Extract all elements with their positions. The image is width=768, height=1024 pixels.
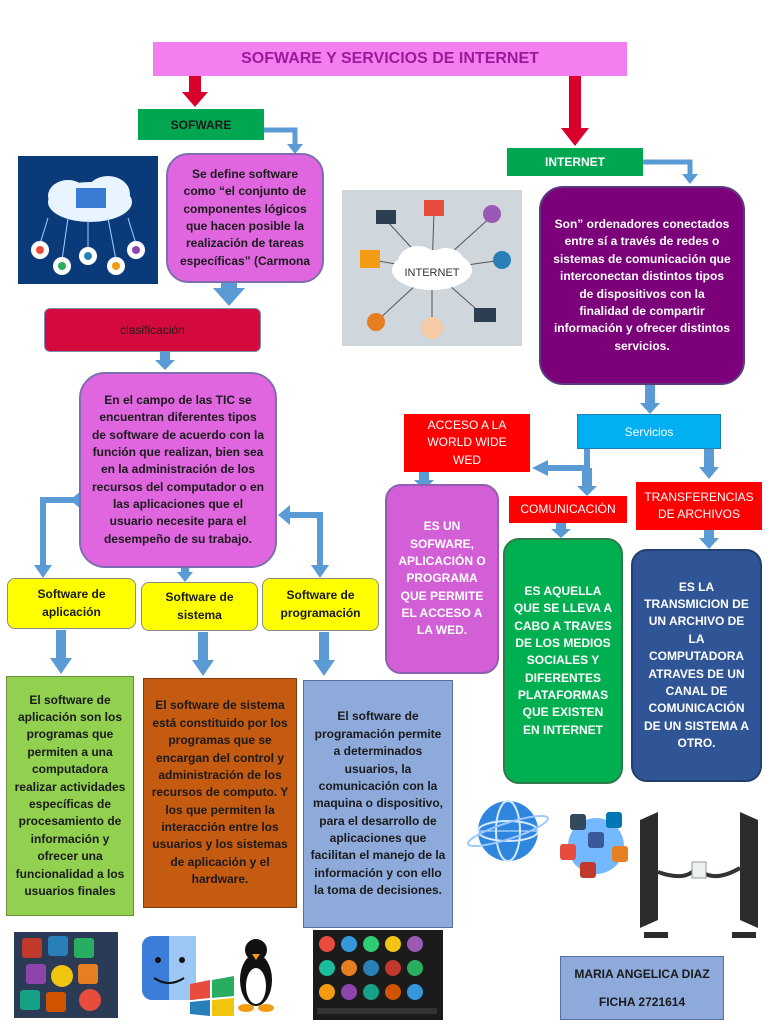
app-icons-image (14, 932, 118, 1018)
os-logos-image (138, 928, 282, 1018)
internet-definition-box: Son” ordenadores conectados entre sí a t… (539, 186, 745, 385)
definition-to-services-arrow (640, 403, 660, 414)
app-software-description: El software de aplicación son los progra… (6, 676, 134, 916)
www-access-label: ACCESO A LA WORLD WIDE WED (404, 414, 530, 472)
internet-label-box: INTERNET (507, 148, 643, 176)
os-logos-icon (142, 936, 274, 1016)
page-title: SOFWARE Y SERVICIOS DE INTERNET (153, 42, 627, 76)
internet-devices-icon: INTERNET (360, 200, 511, 339)
author-box: MARIA ANGELICA DIAZ FICHA 2721614 (560, 956, 724, 1020)
globe-image (462, 796, 554, 866)
classification-text-box: En el campo de las TIC se encuentran dif… (79, 372, 277, 568)
communication-description-arrow (551, 529, 571, 538)
colorful-apps-image (313, 930, 443, 1020)
definition-to-classification-arrow (213, 288, 245, 306)
file-transfer-image (636, 812, 762, 950)
cloud-network-image (18, 156, 158, 284)
internet-to-definition-arrow (643, 159, 693, 176)
internet-devices-image: INTERNET (342, 190, 522, 346)
file-transfer-description: ES LA TRANSMICION DE UN ARCHIVO DE LA CO… (631, 549, 762, 782)
author-name: MARIA ANGELICA DIAZ (574, 967, 710, 981)
programming-software-label: Software de programación (262, 578, 379, 631)
system-software-description: El software de sistema está constituido … (143, 678, 297, 908)
social-media-icon (560, 812, 628, 878)
cloud-network-icon (31, 176, 145, 275)
colorful-apps-icon (317, 936, 437, 1014)
title-to-sofware-arrow (182, 76, 208, 107)
globe-icon (466, 800, 550, 862)
page-title-text: SOFWARE Y SERVICIOS DE INTERNET (241, 50, 539, 67)
system-description-arrow (192, 660, 214, 676)
transfer-description-arrow (699, 538, 719, 549)
to-system-software-arrow (177, 572, 193, 582)
author-ficha: FICHA 2721614 (598, 995, 686, 1009)
to-www-arrow (545, 449, 590, 471)
to-transfer-arrow (699, 467, 719, 479)
programming-software-description: El software de programación permite a de… (303, 680, 453, 928)
social-media-image (556, 806, 634, 884)
sofware-label-box: SOFWARE (138, 109, 264, 140)
to-app-software-arrow (40, 497, 80, 568)
communication-label: COMUNICACIÓN (509, 496, 627, 523)
app-description-arrow (50, 658, 72, 674)
file-transfer-label: TRANSFERENCIAS DE ARCHIVOS (636, 482, 762, 530)
app-icons-icon (20, 936, 101, 1012)
www-access-description: ES UN SOFWARE, APLICACIÓN O PROGRAMA QUE… (385, 484, 499, 674)
internet-cloud-label: INTERNET (405, 267, 460, 279)
to-communication-arrow (577, 486, 597, 496)
classification-to-text-arrow (155, 360, 175, 370)
app-software-label: Software de aplicación (7, 578, 136, 629)
file-transfer-monitors-icon (640, 812, 758, 938)
classification-label-box: clasificación (44, 308, 261, 352)
system-software-label: Software de sistema (141, 582, 258, 631)
communication-description: ES AQUELLA QUE SE LLEVA A CABO A TRAVES … (503, 538, 623, 784)
programming-description-arrow (313, 660, 335, 676)
title-to-internet-arrow (561, 76, 589, 146)
sofware-to-definition-arrow (264, 127, 298, 146)
to-programming-software-arrow (288, 512, 323, 568)
services-label-box: Servicios (577, 414, 721, 449)
software-definition-box: Se define software como “el conjunto de … (166, 153, 324, 283)
